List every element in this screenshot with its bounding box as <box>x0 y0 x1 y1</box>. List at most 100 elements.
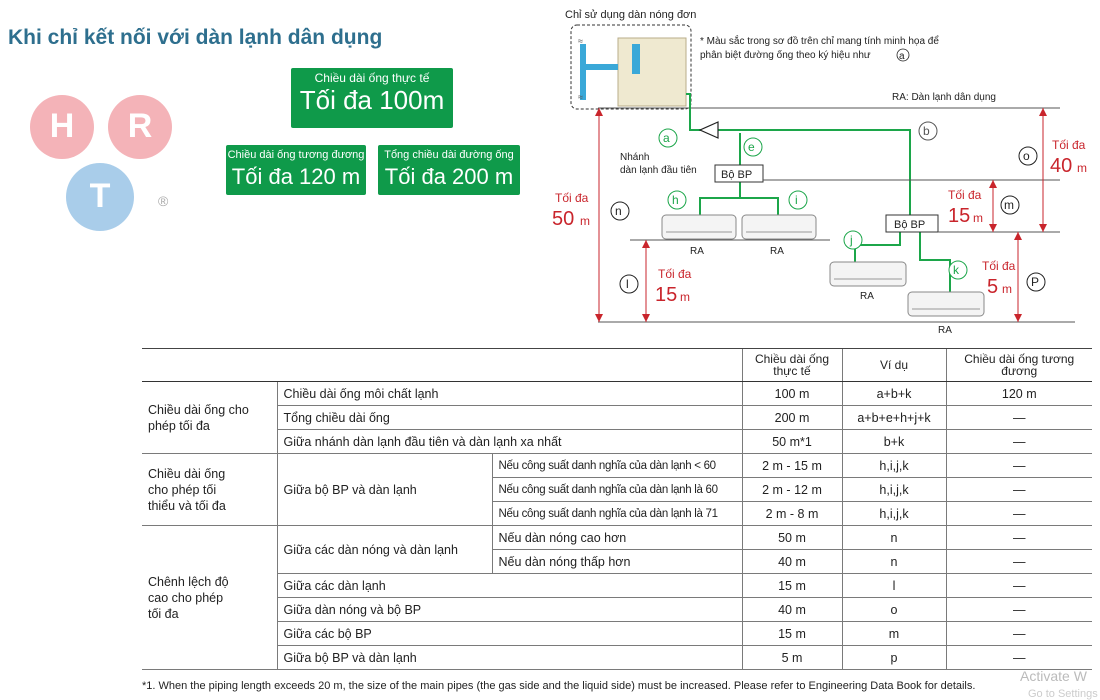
piping-spec-table: Chiều dài ống thực tế Ví dụ Chiều dài ốn… <box>142 348 1092 670</box>
dim-o-unit: m <box>1077 161 1087 175</box>
pipe-letter-k: k <box>948 260 968 280</box>
cell-example: n <box>841 549 946 574</box>
dim-n-label: Tối đa <box>555 191 589 205</box>
pipe-letter-j: j <box>843 230 863 250</box>
cell-equivalent: — <box>945 453 1092 478</box>
cell-equivalent: — <box>945 597 1092 622</box>
table-row: Giữa dàn nóng và bộ BP 40 m o — <box>142 597 1092 622</box>
row-desc: Giữa nhánh dàn lạnh đầu tiên và dàn lạnh… <box>276 429 742 454</box>
pipe-letter-i: i <box>788 190 808 210</box>
svg-text:m: m <box>1004 198 1014 212</box>
cell-example: m <box>841 621 946 646</box>
svg-text:j: j <box>849 233 853 247</box>
row-sub: Nếu công suất danh nghĩa của dàn lạnh là… <box>491 501 742 526</box>
row-desc: Chiều dài ống môi chất lạnh <box>276 381 742 406</box>
row-desc: Giữa dàn nóng và bộ BP <box>276 597 742 622</box>
settings-watermark: Go to Settings <box>1028 688 1098 700</box>
col-header-actual: Chiều dài ống thực tế <box>741 348 842 382</box>
dim-l-label: Tối đa <box>658 267 692 281</box>
row-sub: Nếu công suất danh nghĩa của dàn lạnh là… <box>491 477 742 502</box>
dim-m-value: 15 <box>948 205 970 227</box>
table-row: Giữa bộ BP và dàn lạnh 5 m p — <box>142 645 1092 670</box>
indoor-unit-2: RA <box>741 214 817 257</box>
cell-actual: 50 m*1 <box>741 429 842 454</box>
table-row: Nếu công suất danh nghĩa của dàn lạnh là… <box>142 477 1092 502</box>
cell-actual: 2 m - 8 m <box>741 501 842 526</box>
cell-example: p <box>841 645 946 670</box>
cell-equivalent: — <box>945 477 1092 502</box>
branch-label-1: Nhánh <box>620 152 649 163</box>
pipe-letter-h: h <box>667 190 687 210</box>
dim-p-unit: m <box>1002 282 1012 296</box>
svg-text:RA: RA <box>938 325 952 336</box>
svg-text:k: k <box>953 263 960 277</box>
dim-l-unit: m <box>680 290 690 304</box>
svg-text:RA: RA <box>690 246 704 257</box>
equivalent-length-value: Tối đa 120 m <box>231 164 361 189</box>
indoor-unit-3: RA <box>829 261 907 302</box>
cell-equivalent: — <box>945 549 1092 574</box>
table-row: Nếu công suất danh nghĩa của dàn lạnh là… <box>142 501 1092 526</box>
table-row: Nếu dàn nóng thấp hơn 40 m n — <box>142 549 1092 574</box>
cell-equivalent: — <box>945 573 1092 598</box>
actual-length-value: Tối đa 100m <box>299 85 445 115</box>
cell-equivalent: 120 m <box>945 381 1092 406</box>
cell-example: h,i,j,k <box>841 501 946 526</box>
cell-actual: 40 m <box>741 549 842 574</box>
svg-text:Bộ BP: Bộ BP <box>721 169 752 181</box>
hrt-logo: H R T ® <box>30 95 190 265</box>
dim-p-value: 5 <box>987 276 998 298</box>
cell-example: n <box>841 525 946 550</box>
cell-example: b+k <box>841 429 946 454</box>
cell-equivalent: — <box>945 405 1092 430</box>
bp-unit-1: Bộ BP <box>714 164 764 183</box>
logo-letter-r: R <box>127 107 153 145</box>
row-sub: Nếu dàn nóng thấp hơn <box>491 549 742 574</box>
svg-text:e: e <box>748 140 755 154</box>
cell-equivalent: — <box>945 501 1092 526</box>
cell-example: l <box>841 573 946 598</box>
svg-text:h: h <box>672 193 679 207</box>
cell-actual: 100 m <box>741 381 842 406</box>
cell-example: a+b+e+h+j+k <box>841 405 946 430</box>
col-header-example: Ví dụ <box>841 348 946 382</box>
cell-actual: 200 m <box>741 405 842 430</box>
group-label: Chiều dài ống cho phép tối đa <box>142 381 277 454</box>
color-note-symbol: a <box>899 51 905 62</box>
cell-actual: 15 m <box>741 573 842 598</box>
dim-m-label: Tối đa <box>948 188 982 202</box>
row-desc: Tổng chiều dài ống <box>276 405 742 430</box>
indoor-unit-4: RA <box>907 291 985 336</box>
dim-m-unit: m <box>973 211 983 225</box>
dim-o-label: Tối đa <box>1052 138 1086 152</box>
page-title: Khi chỉ kết nối với dàn lạnh dân dụng <box>8 26 383 49</box>
outdoor-unit-label: Chỉ sử dụng dàn nóng đơn <box>565 9 696 21</box>
table-row: Giữa nhánh dàn lạnh đầu tiên và dàn lạnh… <box>142 429 1092 454</box>
svg-text:a: a <box>663 131 670 145</box>
svg-text:Bộ BP: Bộ BP <box>894 219 925 231</box>
cell-actual: 40 m <box>741 597 842 622</box>
dim-o-value: 40 <box>1050 155 1072 177</box>
color-note-line1: * Màu sắc trong sơ đồ trên chỉ mang tính… <box>700 34 939 47</box>
cell-example: h,i,j,k <box>841 477 946 502</box>
table-row: Chênh lệch độ cao cho phép tối đa Giữa c… <box>142 525 1092 670</box>
pipe-letter-b: b <box>918 121 938 141</box>
ra-legend: RA: Dàn lạnh dân dụng <box>892 92 996 103</box>
total-length-box: Tổng chiều dài đường ống Tối đa 200 m <box>378 145 520 195</box>
table-row: Chiều dài ống cho phép tối thiểu và tối … <box>142 453 1092 526</box>
height-letter-o: o <box>1018 146 1038 166</box>
table-row: Tổng chiều dài ống 200 m a+b+e+h+j+k — <box>142 405 1092 430</box>
pipe-letter-e: e <box>743 137 763 157</box>
row-desc: Giữa các bộ BP <box>276 621 742 646</box>
height-letter-p: P <box>1026 272 1046 292</box>
cell-equivalent: — <box>945 621 1092 646</box>
branch-label-2: dàn lạnh đầu tiên <box>620 164 697 176</box>
cell-actual: 2 m - 15 m <box>741 453 842 478</box>
table-row: Giữa các bộ BP 15 m m — <box>142 621 1092 646</box>
outdoor-unit: ≈ ≈ <box>578 36 687 107</box>
svg-text:l: l <box>626 277 629 291</box>
row-desc: Giữa các dàn nóng và dàn lạnh <box>276 525 492 574</box>
dim-p-label: Tối đa <box>982 259 1016 273</box>
equivalent-length-box: Chiều dài ống tương đương Tối đa 120 m <box>226 145 366 195</box>
row-sub: Nếu dàn nóng cao hơn <box>491 525 742 550</box>
